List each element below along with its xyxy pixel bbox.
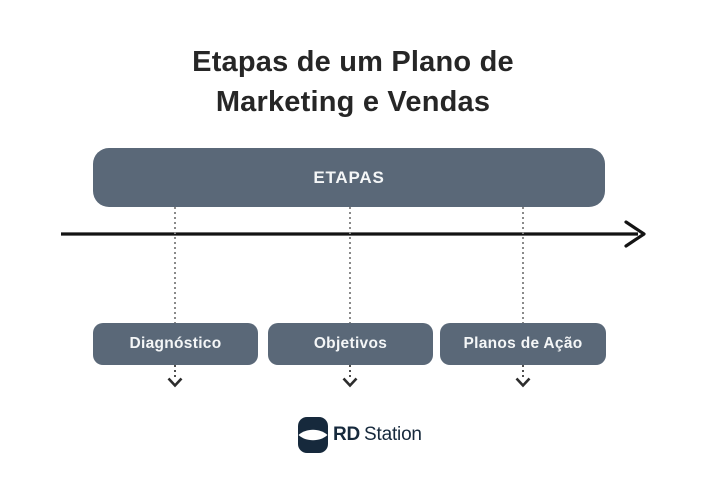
stage-box-planos-de-acao: Planos de Ação bbox=[440, 323, 606, 365]
connector-line-diagnostico bbox=[174, 207, 176, 323]
title-line-1: Etapas de um Plano de bbox=[192, 46, 514, 78]
stage-label-objetivos: Objetivos bbox=[313, 335, 388, 352]
down-connector-objetivos bbox=[349, 365, 351, 378]
logo-text-rd: RD bbox=[333, 424, 361, 445]
rd-station-logo-icon bbox=[298, 417, 328, 453]
stage-label-diagnostico: Diagnóstico bbox=[129, 335, 222, 352]
stage-box-objetivos: Objetivos bbox=[268, 323, 433, 365]
down-connector-planos-de-acao bbox=[522, 365, 524, 378]
down-arrow-icon-planos-de-acao bbox=[515, 377, 531, 388]
connector-line-planos-de-acao bbox=[522, 207, 524, 323]
etapas-header-box: ETAPAS bbox=[93, 148, 605, 207]
stage-box-diagnostico: Diagnóstico bbox=[93, 323, 258, 365]
logo-text-station: Station bbox=[364, 424, 422, 445]
down-arrow-icon-diagnostico bbox=[167, 377, 183, 388]
etapas-label: ETAPAS bbox=[313, 167, 385, 187]
down-connector-diagnostico bbox=[174, 365, 176, 378]
timeline-arrow bbox=[61, 220, 646, 248]
title-line-2: Marketing e Vendas bbox=[215, 86, 491, 118]
connector-line-objetivos bbox=[349, 207, 351, 323]
down-arrow-icon-objetivos bbox=[342, 377, 358, 388]
page-title: Etapas de um Plano de Marketing e Vendas bbox=[0, 42, 706, 122]
stage-label-planos-de-acao: Planos de Ação bbox=[463, 335, 583, 352]
